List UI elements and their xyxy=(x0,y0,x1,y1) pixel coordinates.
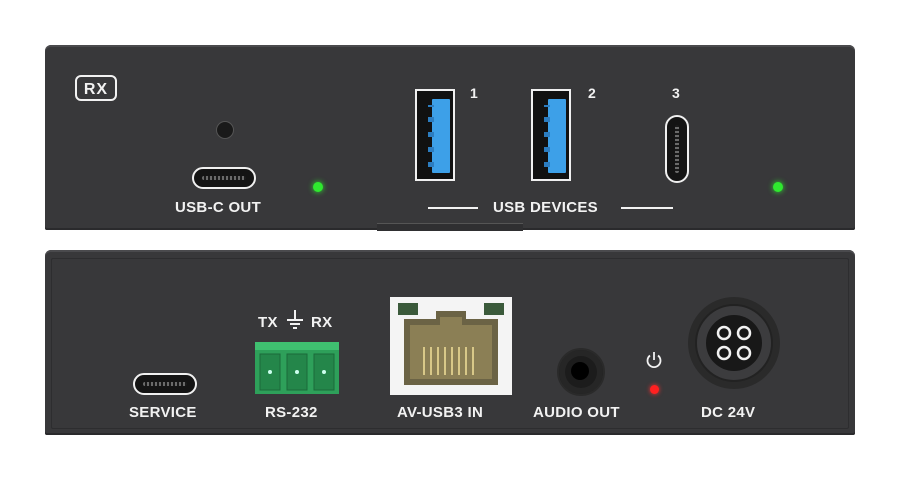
audio-out-jack[interactable] xyxy=(557,348,605,396)
rx-badge: RX xyxy=(75,75,117,101)
tx-label: TX xyxy=(258,314,278,331)
ir-sensor-icon xyxy=(216,121,234,139)
audio-out-hole xyxy=(571,362,589,380)
port-number-3: 3 xyxy=(672,85,680,101)
usb-devices-label: USB DEVICES xyxy=(493,199,598,216)
usb-a-tongue xyxy=(432,99,450,173)
power-led xyxy=(650,385,659,394)
audio-out-label: AUDIO OUT xyxy=(533,404,620,421)
status-led-left xyxy=(313,182,323,192)
usb-c-device-port-3[interactable] xyxy=(665,115,689,183)
front-panel: RX USB-C OUT 1 2 3 USB DEVICES xyxy=(45,45,855,231)
usb-devices-line-left xyxy=(428,207,478,209)
av-usb3-rj45-port[interactable] xyxy=(390,297,512,395)
usb-c-out-label: USB-C OUT xyxy=(175,199,262,216)
rx-label: RX xyxy=(311,314,333,331)
ground-icon xyxy=(287,310,303,329)
service-port[interactable] xyxy=(133,373,197,395)
dc-24v-label: DC 24V xyxy=(701,404,756,421)
rs232-label: RS-232 xyxy=(265,404,318,421)
av-usb3-label: AV-USB3 IN xyxy=(397,404,484,421)
usb-a-pins xyxy=(544,105,550,167)
usb-a-pins xyxy=(428,105,434,167)
chassis-tab xyxy=(377,223,523,231)
usb-a-port-2[interactable] xyxy=(531,89,571,181)
usb-c-out-port[interactable] xyxy=(192,167,256,189)
port-number-1: 1 xyxy=(470,85,478,101)
usb-a-port-1[interactable] xyxy=(415,89,455,181)
power-icon xyxy=(646,352,662,369)
dc-24v-power-connector[interactable] xyxy=(687,296,781,390)
service-label: SERVICE xyxy=(129,404,197,421)
rear-panel: SERVICE TX RX RS-232 AV-USB3 IN xyxy=(45,250,855,435)
rs232-terminal-block[interactable] xyxy=(255,342,339,394)
usb-devices-line-right xyxy=(621,207,673,209)
port-number-2: 2 xyxy=(588,85,596,101)
rear-frame xyxy=(51,258,849,429)
status-led-right xyxy=(773,182,783,192)
usb-a-tongue xyxy=(548,99,566,173)
